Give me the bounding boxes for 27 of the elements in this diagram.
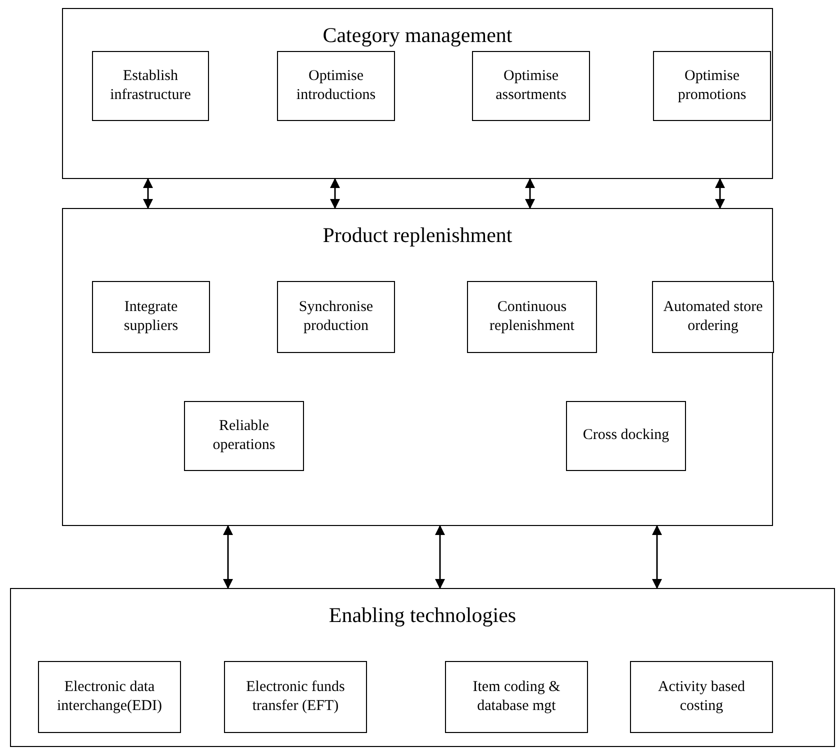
process-box: Optimise assortments — [472, 51, 590, 121]
group-panel — [62, 8, 773, 179]
process-box: Integrate suppliers — [92, 281, 210, 353]
group-panel — [62, 208, 773, 526]
process-box: Automated store ordering — [652, 281, 774, 353]
process-box: Cross docking — [566, 401, 686, 471]
panel-title: Category management — [322, 23, 512, 48]
process-box: Synchronise production — [277, 281, 395, 353]
double-arrow — [525, 178, 535, 209]
process-box: Reliable operations — [184, 401, 304, 471]
process-box: Activity based costing — [630, 661, 773, 733]
process-box: Optimise promotions — [653, 51, 771, 121]
process-box: Electronic data interchange(EDI) — [38, 661, 181, 733]
double-arrow — [143, 178, 153, 209]
double-arrow — [330, 178, 340, 209]
process-box: Optimise introductions — [277, 51, 395, 121]
panel-title: Product replenishment — [322, 223, 512, 248]
panel-title: Enabling technologies — [328, 603, 516, 628]
double-arrow — [652, 525, 662, 589]
group-panel — [10, 588, 835, 747]
double-arrow — [435, 525, 445, 589]
process-box: Continuous replenishment — [467, 281, 597, 353]
process-box: Establish infrastructure — [92, 51, 209, 121]
process-box: Item coding & database mgt — [445, 661, 588, 733]
double-arrow — [223, 525, 233, 589]
process-box: Electronic funds transfer (EFT) — [224, 661, 367, 733]
double-arrow — [715, 178, 725, 209]
